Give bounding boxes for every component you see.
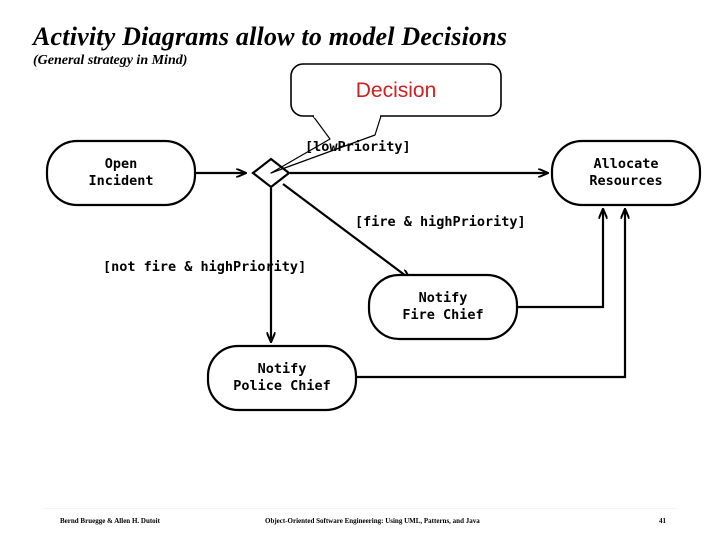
flow-notify-fire-chief-to-allocate-resources — [517, 209, 603, 309]
callout-tail-notch — [314, 114, 380, 118]
decision-callout-tail — [270, 115, 382, 174]
activity-nodes-group — [45, 139, 702, 412]
activity-node-notify-police-chief — [206, 344, 358, 412]
footer-page-number: 41 — [659, 517, 666, 525]
page-title: Activity Diagrams allow to model Decisio… — [33, 22, 508, 51]
activity-node-allocate-resources — [550, 139, 702, 207]
activity-node-open-incident — [45, 139, 197, 207]
decision-callout-shape — [270, 63, 502, 174]
flow-notify-police-chief-to-allocate-resources — [356, 209, 625, 379]
flow-edges-group — [195, 173, 625, 379]
flow-decision-to-notify-fire-chief — [282, 183, 410, 279]
footer-divider — [43, 508, 677, 509]
footer-book-title: Object-Oriented Software Engineering: Us… — [265, 517, 480, 525]
footer-authors: Bernd Bruegge & Allen H. Dutoit — [60, 517, 160, 525]
activity-node-notify-fire-chief — [367, 273, 519, 341]
decision-callout-box — [290, 63, 502, 117]
page-subtitle: (General strategy in Mind) — [33, 53, 188, 68]
